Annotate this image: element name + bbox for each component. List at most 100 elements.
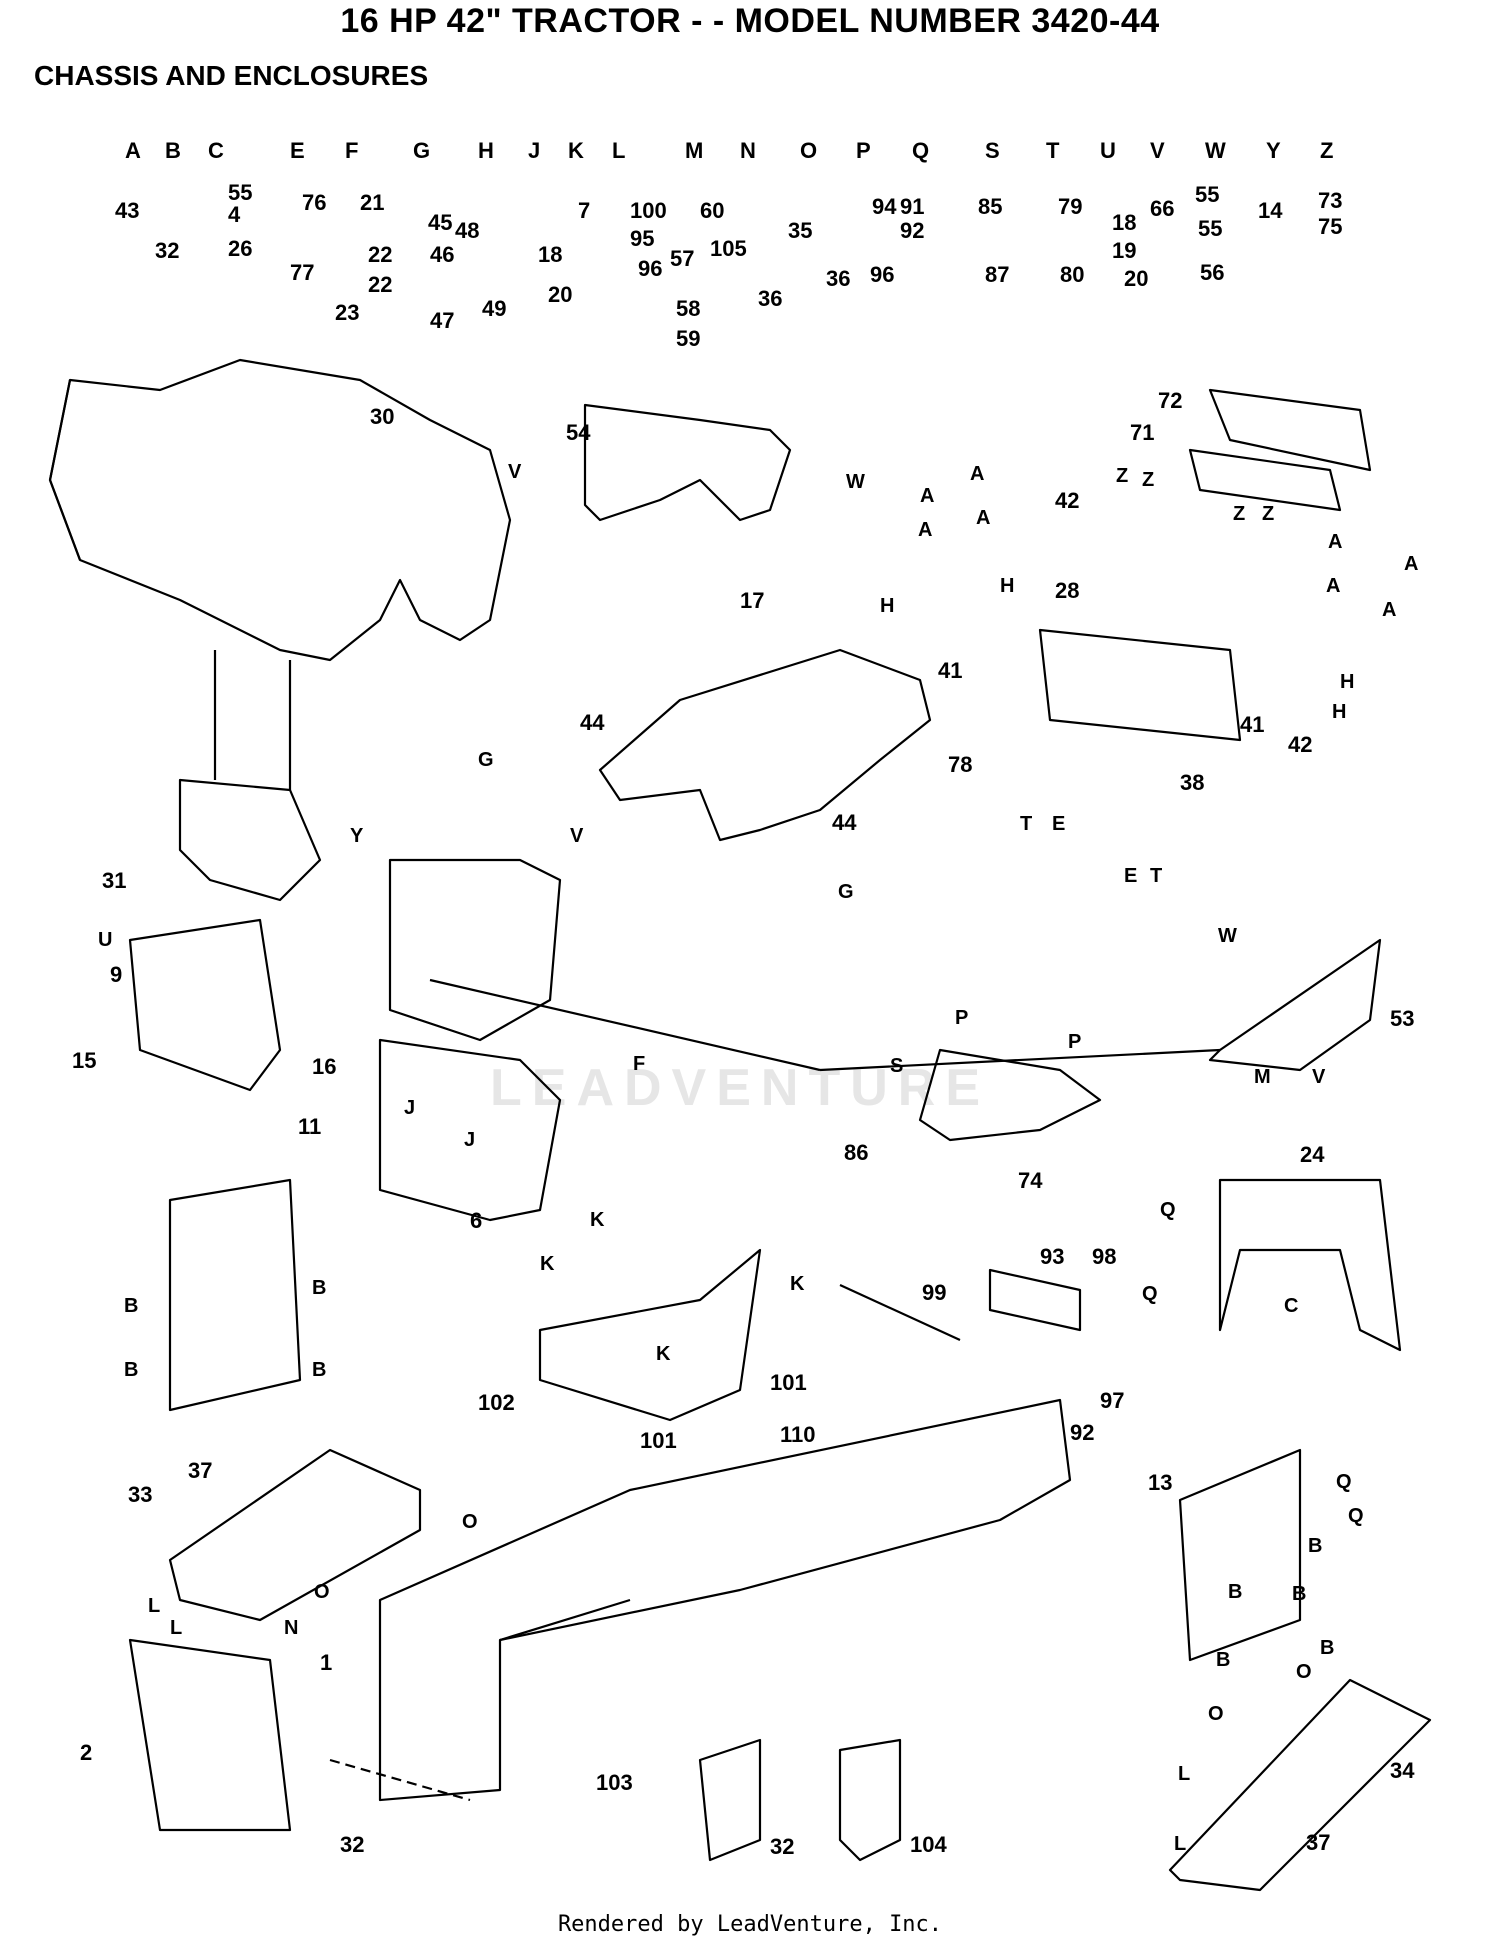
- ref-letter-B: B: [312, 1277, 326, 1299]
- part-11-plate-shape: [168, 1178, 302, 1412]
- ref-letter-B: B: [1292, 1583, 1306, 1605]
- ref-letter-K: K: [540, 1253, 555, 1275]
- ref-letter-B: B: [1216, 1649, 1230, 1671]
- ref-letter-Y: Y: [350, 825, 364, 847]
- part-13-plate-shape: [1178, 1448, 1302, 1662]
- part-number-72: 72: [1158, 388, 1182, 413]
- hardware-number-77: 77: [290, 260, 314, 285]
- part-28-radiator-shape: [1038, 628, 1242, 742]
- hardware-letter-L: L: [612, 138, 625, 163]
- part-16-panel-shape: [378, 1038, 562, 1222]
- hardware-number-47: 47: [430, 308, 454, 333]
- part-number-101: 101: [640, 1428, 677, 1453]
- hardware-number-59: 59: [676, 326, 700, 351]
- ref-letter-G: G: [838, 881, 854, 903]
- part-number-71: 71: [1130, 420, 1154, 445]
- part-103-bracket-shape: [698, 1738, 762, 1862]
- part-number-42: 42: [1288, 732, 1312, 757]
- part-number-78: 78: [948, 752, 972, 777]
- part-number-28: 28: [1055, 578, 1079, 603]
- ref-letter-T: T: [1150, 865, 1162, 887]
- hardware-number-4: 4: [228, 202, 241, 227]
- ref-letter-Z: Z: [1142, 469, 1154, 491]
- part-number-6: 6: [470, 1208, 482, 1233]
- ref-letter-C: C: [1284, 1295, 1298, 1317]
- part-number-103: 103: [596, 1770, 633, 1795]
- hardware-number-55: 55: [228, 180, 252, 205]
- hardware-letter-F: F: [345, 138, 358, 163]
- hardware-number-60: 60: [700, 198, 724, 223]
- hardware-letter-Y: Y: [1266, 138, 1281, 163]
- hardware-number-48: 48: [455, 218, 479, 243]
- ref-letter-N: N: [284, 1617, 298, 1639]
- ref-letter-L: L: [148, 1595, 160, 1617]
- ref-letter-W: W: [846, 471, 865, 493]
- hardware-letter-E: E: [290, 138, 305, 163]
- hardware-letter-P: P: [856, 138, 871, 163]
- hardware-number-75: 75: [1318, 214, 1342, 239]
- hardware-letter-A: A: [125, 138, 141, 163]
- part-number-53: 53: [1390, 1006, 1414, 1031]
- part-number-44: 44: [832, 810, 857, 835]
- hardware-number-35: 35: [788, 218, 812, 243]
- ref-letter-B: B: [312, 1359, 326, 1381]
- part-72-grille-shape: [1208, 388, 1372, 472]
- part-number-30: 30: [370, 404, 394, 429]
- ref-letter-K: K: [590, 1209, 605, 1231]
- hardware-number-36: 36: [758, 286, 782, 311]
- ref-letter-Q: Q: [1160, 1199, 1176, 1221]
- hardware-number-49: 49: [482, 296, 506, 321]
- hardware-number-96: 96: [870, 262, 894, 287]
- hardware-number-55: 55: [1195, 182, 1219, 207]
- ref-letter-M: M: [1254, 1066, 1271, 1088]
- hardware-letter-Q: Q: [912, 138, 929, 163]
- hardware-letter-J: J: [528, 138, 540, 163]
- ref-letter-O: O: [1208, 1703, 1224, 1725]
- ref-letter-A: A: [1404, 553, 1418, 575]
- ref-letter-F: F: [633, 1053, 645, 1075]
- part-number-42: 42: [1055, 488, 1079, 513]
- part-number-13: 13: [1148, 1470, 1172, 1495]
- ref-letter-O: O: [1296, 1661, 1312, 1683]
- part-30-hood-shape: [48, 358, 512, 662]
- hardware-number-43: 43: [115, 198, 139, 223]
- part-number-37: 37: [1306, 1830, 1330, 1855]
- hardware-number-91: 91: [900, 194, 924, 219]
- ref-letter-B: B: [1320, 1637, 1334, 1659]
- ref-letter-H: H: [1340, 671, 1354, 693]
- part-number-44: 44: [580, 710, 605, 735]
- hardware-letter-H: H: [478, 138, 494, 163]
- ref-letter-A: A: [1326, 575, 1340, 597]
- ref-letter-W: W: [1218, 925, 1237, 947]
- hardware-number-76: 76: [302, 190, 326, 215]
- ref-letter-L: L: [170, 1617, 182, 1639]
- hardware-number-20: 20: [1124, 266, 1148, 291]
- part-6-bracket-shape: [538, 1248, 762, 1422]
- part-number-86: 86: [844, 1140, 868, 1165]
- ref-letter-Q: Q: [1336, 1471, 1352, 1493]
- ref-letter-Z: Z: [1262, 503, 1274, 525]
- hardware-number-26: 26: [228, 236, 252, 261]
- hardware-number-22: 22: [368, 242, 392, 267]
- hardware-letter-U: U: [1100, 138, 1116, 163]
- part-number-32: 32: [340, 1832, 364, 1857]
- footer-credit: Rendered by LeadVenture, Inc.: [557, 1912, 943, 1937]
- part-number-16: 16: [312, 1054, 336, 1079]
- hardware-letter-N: N: [740, 138, 756, 163]
- part-number-54: 54: [566, 420, 591, 445]
- part-104-bracket-shape: [838, 1738, 902, 1862]
- hardware-letter-M: M: [685, 138, 703, 163]
- hardware-number-58: 58: [676, 296, 700, 321]
- hardware-number-96: 96: [638, 256, 662, 281]
- hardware-number-57: 57: [670, 246, 694, 271]
- part-number-38: 38: [1180, 770, 1204, 795]
- ref-letter-S: S: [890, 1055, 903, 1077]
- part-number-93: 93: [1040, 1244, 1064, 1269]
- ref-letter-U: U: [98, 929, 112, 951]
- hardware-number-21: 21: [360, 190, 384, 215]
- ref-letter-A: A: [920, 485, 934, 507]
- hardware-number-19: 19: [1112, 238, 1136, 263]
- ref-letter-Z: Z: [1116, 465, 1128, 487]
- ref-letter-L: L: [1178, 1763, 1190, 1785]
